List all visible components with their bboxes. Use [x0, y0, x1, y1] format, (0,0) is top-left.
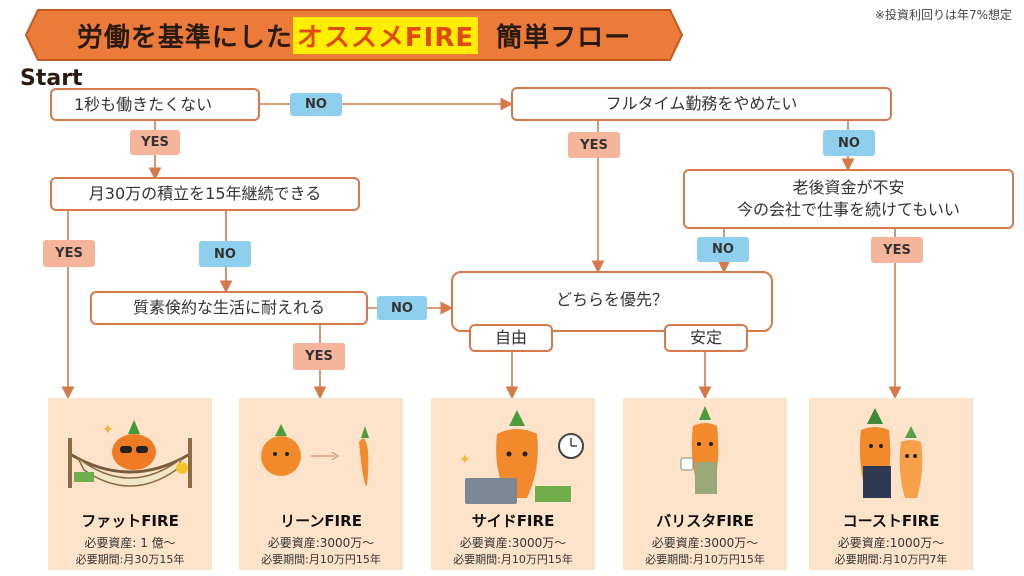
- result-card-side-fire: ✦ サイドFIRE 必要資産:3000万～ 必要期間:月10万円15年: [431, 398, 595, 570]
- result-name: バリスタFIRE: [656, 512, 754, 530]
- result-name: リーンFIRE: [280, 512, 362, 530]
- result-period: 必要期間:月10万円7年: [834, 553, 948, 566]
- tag-yes-q3: YES: [293, 343, 345, 370]
- result-assets: 必要資産:3000万～: [459, 536, 567, 550]
- tag-no-q2: NO: [199, 241, 251, 267]
- tag-no-q3: NO: [377, 296, 427, 320]
- question-retirement-line2: 今の会社で仕事を続けてもいい: [737, 200, 960, 219]
- result-name: ファットFIRE: [81, 512, 179, 530]
- tag-yes-q2: YES: [43, 240, 95, 267]
- result-card-fat-fire: ✦ ファットFIRE 必要資産: 1 億～ 必要期間:月30万15年: [48, 398, 212, 570]
- tag-yes-q5: YES: [871, 237, 923, 263]
- question-priority-text: どちらを優先？: [555, 290, 668, 309]
- svg-text:✦: ✦: [459, 452, 471, 468]
- carrot-barista-icon: [680, 406, 719, 494]
- result-assets: 必要資産:3000万～: [651, 536, 759, 550]
- question-no-work-text: 1秒も働きたくない: [74, 94, 213, 114]
- svg-text:✦: ✦: [102, 422, 114, 438]
- tag-yes-q4: YES: [568, 132, 620, 158]
- page-title: 労働を基準にした オススメFIRE 簡単フロー: [24, 8, 684, 62]
- carrot-couple-icon: [859, 408, 923, 498]
- option-stability: 安定: [664, 324, 748, 352]
- title-suffix: 簡単フロー: [496, 22, 632, 53]
- question-retirement-anxiety: 老後資金が不安 今の会社で仕事を続けてもいい: [683, 169, 1014, 229]
- question-quit-fulltime-text: フルタイム勤務をやめたい: [605, 94, 798, 114]
- result-card-barista-fire: バリスタFIRE 必要資産:3000万～ 必要期間:月10万円15年: [623, 398, 787, 570]
- result-assets: 必要資産:1000万～: [837, 536, 945, 550]
- tag-no-q4: NO: [823, 130, 875, 156]
- carrot-walking-icon: [261, 424, 369, 486]
- result-assets: 必要資産:3000万～: [267, 536, 375, 550]
- question-priority: どちらを優先？: [451, 271, 773, 332]
- tag-yes-q1: YES: [130, 130, 180, 155]
- title-prefix: 労働を基準にした: [76, 22, 293, 53]
- question-save-monthly: 月30万の積立を15年継続できる: [50, 177, 360, 211]
- result-card-coast-fire: コーストFIRE 必要資産:1000万～ 必要期間:月10万円7年: [809, 398, 973, 570]
- question-retirement-line1: 老後資金が不安: [792, 178, 905, 198]
- assumption-note: ※投資利回りは年7%想定: [874, 8, 1012, 22]
- carrot-laptop-icon: ✦: [459, 410, 584, 504]
- option-stability-text: 安定: [689, 328, 722, 348]
- tag-no-q5: NO: [697, 237, 749, 262]
- result-period: 必要期間:月30万15年: [75, 553, 185, 566]
- option-freedom-text: 自由: [494, 328, 527, 348]
- start-label: Start: [20, 66, 83, 91]
- carrot-hammock-icon: ✦: [68, 420, 192, 488]
- result-name: コーストFIRE: [842, 512, 940, 530]
- question-quit-fulltime: フルタイム勤務をやめたい: [511, 87, 892, 121]
- title-highlight: オススメFIRE: [292, 16, 479, 54]
- title-banner: 労働を基準にした オススメFIRE 簡単フロー: [24, 8, 684, 62]
- result-period: 必要期間:月10万円15年: [645, 553, 765, 566]
- question-no-work: 1秒も働きたくない: [50, 88, 260, 121]
- result-card-lean-fire: リーンFIRE 必要資産:3000万～ 必要期間:月10万円15年: [239, 398, 403, 570]
- result-assets: 必要資産: 1 億～: [84, 536, 176, 550]
- option-freedom: 自由: [469, 324, 553, 352]
- result-period: 必要期間:月10万円15年: [261, 553, 381, 566]
- tag-no-q1: NO: [290, 93, 342, 116]
- question-frugal-life: 質素倹約な生活に耐えれる: [90, 291, 368, 325]
- question-frugal-life-text: 質素倹約な生活に耐えれる: [132, 298, 325, 318]
- question-save-monthly-text: 月30万の積立を15年継続できる: [88, 184, 322, 204]
- result-period: 必要期間:月10万円15年: [453, 553, 573, 566]
- result-name: サイドFIRE: [471, 512, 555, 530]
